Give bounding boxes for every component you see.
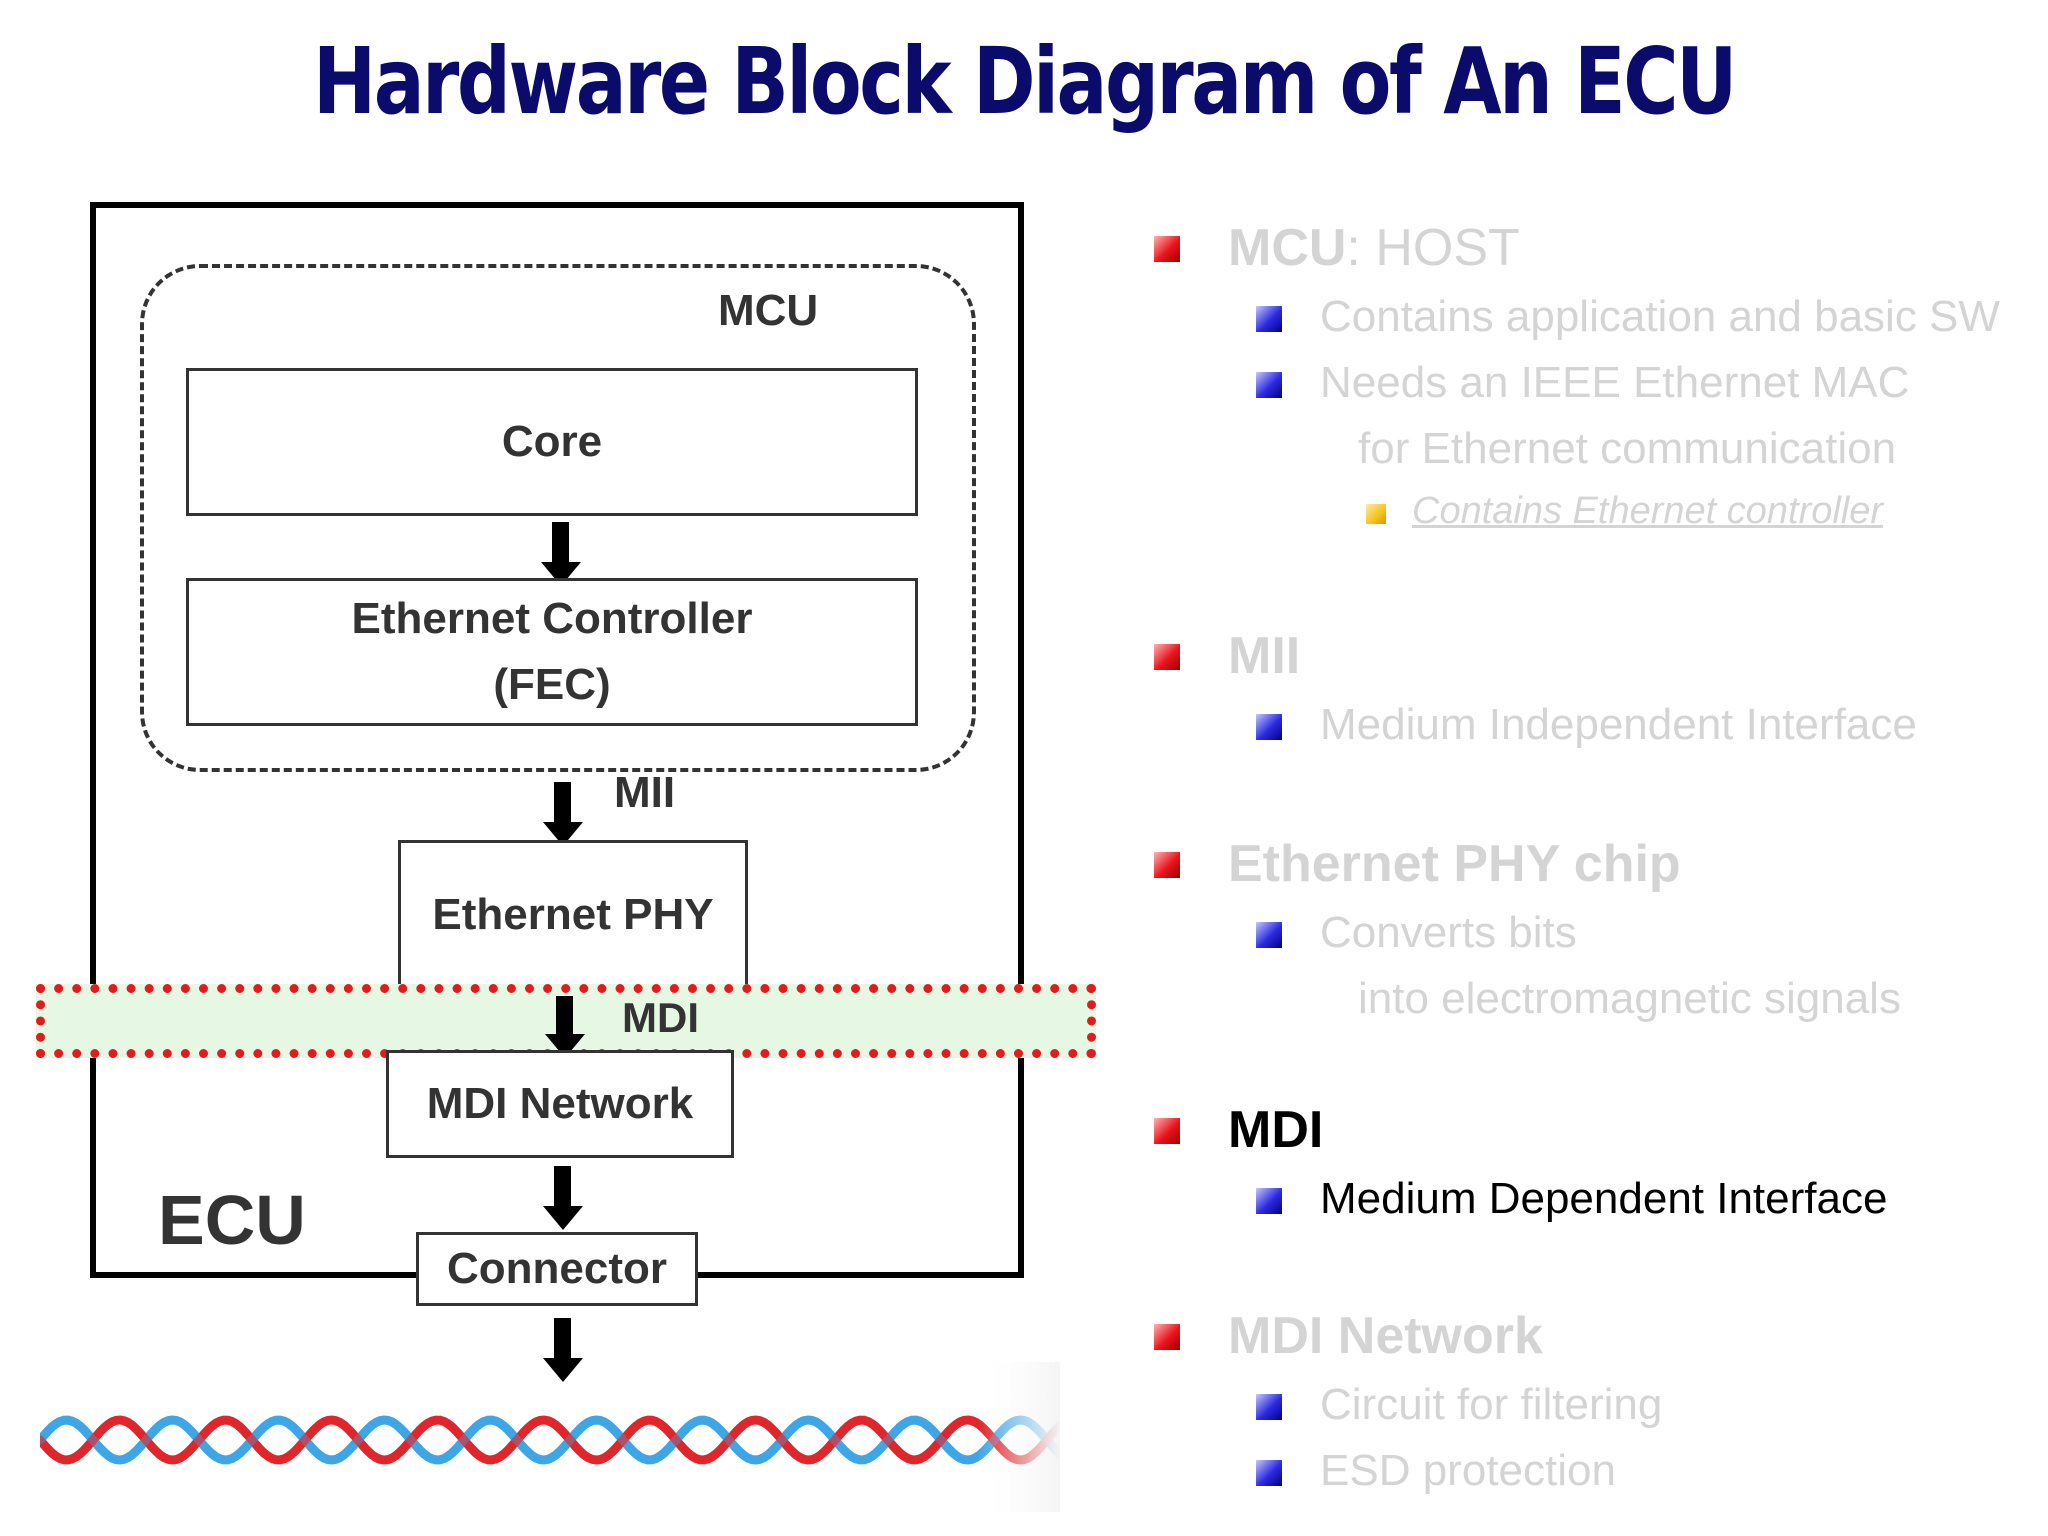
mcu-boundary <box>140 264 976 772</box>
blue-bullet-icon <box>1256 372 1282 398</box>
red-bullet-icon <box>1154 644 1180 670</box>
mdi-network-label: MDI Network <box>426 1079 694 1128</box>
arrow-down-icon <box>543 782 583 846</box>
bullet-phy-sub1-line2: into electromagnetic signals <box>1358 974 1901 1023</box>
blue-bullet-icon <box>1256 922 1282 948</box>
bullet-mcu-heading: MCU: HOST <box>1228 219 1520 277</box>
ethernet-phy-block: Ethernet PHY <box>398 840 748 990</box>
yellow-bullet-icon <box>1366 504 1386 524</box>
bullet-mcu-sub3: Contains Ethernet controller <box>1412 490 1884 532</box>
bullet-mdi-network-sub2: ESD protection <box>1320 1446 1616 1495</box>
ethernet-controller-block: Ethernet Controller (FEC) <box>186 578 918 726</box>
red-bullet-icon <box>1154 1118 1180 1144</box>
blue-bullet-icon <box>1256 1460 1282 1486</box>
arrow-down-icon <box>541 522 581 586</box>
blue-bullet-icon <box>1256 1394 1282 1420</box>
bullet-mdi-network-sub1: Circuit for filtering <box>1320 1380 1663 1429</box>
mdi-network-block: MDI Network <box>386 1050 734 1158</box>
mcu-label: MCU <box>718 286 819 335</box>
ecu-label: ECU <box>158 1181 306 1259</box>
bullet-mdi-heading: MDI <box>1228 1101 1324 1159</box>
red-bullet-icon <box>1154 852 1180 878</box>
mdi-label: MDI <box>622 994 699 1041</box>
blue-bullet-icon <box>1256 1188 1282 1214</box>
twisted-pair-cable-icon <box>40 1362 1060 1512</box>
bullet-mdi-sub1: Medium Dependent Interface <box>1320 1174 1888 1223</box>
controller-label-line1: Ethernet Controller <box>351 594 753 643</box>
bullet-mii-heading: MII <box>1228 627 1301 685</box>
bullet-mdi-network-heading: MDI Network <box>1228 1307 1543 1365</box>
mii-label: MII <box>614 768 676 817</box>
arrow-down-icon <box>543 1166 583 1230</box>
blue-bullet-icon <box>1256 714 1282 740</box>
red-bullet-icon <box>1154 1324 1180 1350</box>
red-bullet-icon <box>1154 236 1180 262</box>
core-block: Core <box>186 368 918 516</box>
bullet-phy-sub1-line1: Converts bits <box>1320 908 1577 957</box>
connector-block: Connector <box>416 1232 698 1306</box>
phy-label: Ethernet PHY <box>432 890 714 939</box>
core-label: Core <box>501 417 603 466</box>
blue-bullet-icon <box>1256 306 1282 332</box>
bullet-phy-heading: Ethernet PHY chip <box>1228 835 1681 893</box>
bullet-mii-sub1: Medium Independent Interface <box>1320 700 1917 749</box>
page-title: Hardware Block Diagram of An ECU <box>313 28 1737 135</box>
arrow-down-icon <box>545 996 585 1058</box>
controller-label-line2: (FEC) <box>493 660 611 709</box>
bullet-mcu-sub2-line2: for Ethernet communication <box>1358 424 1897 473</box>
connector-label: Connector <box>447 1244 667 1293</box>
bullet-mcu-sub1: Contains application and basic SW <box>1320 292 2000 341</box>
bullet-mcu-sub2-line1: Needs an IEEE Ethernet MAC <box>1320 358 1910 407</box>
